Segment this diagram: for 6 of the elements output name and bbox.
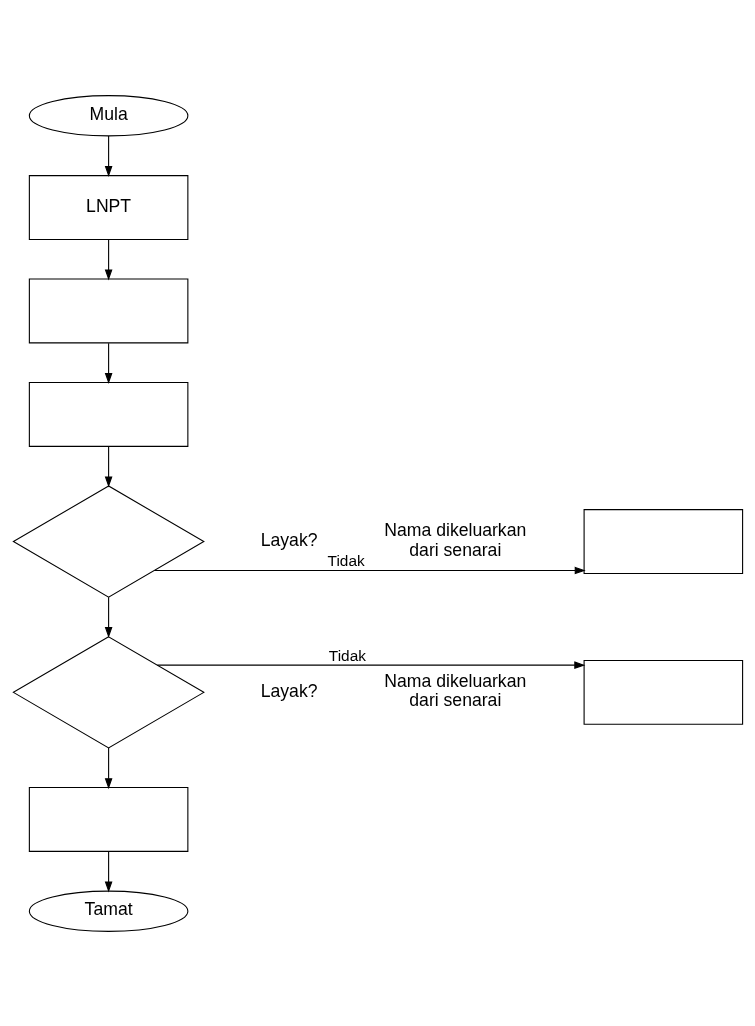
edge-label: Tidak (328, 646, 366, 664)
node-label: Layak? (260, 680, 318, 701)
node-label: Nama dikeluarkan dari senarai (383, 670, 526, 710)
node-label: Nama dikeluarkan dari senarai (383, 519, 526, 560)
node-label: Layak? (260, 529, 318, 550)
edge-label: Tidak (327, 551, 365, 569)
